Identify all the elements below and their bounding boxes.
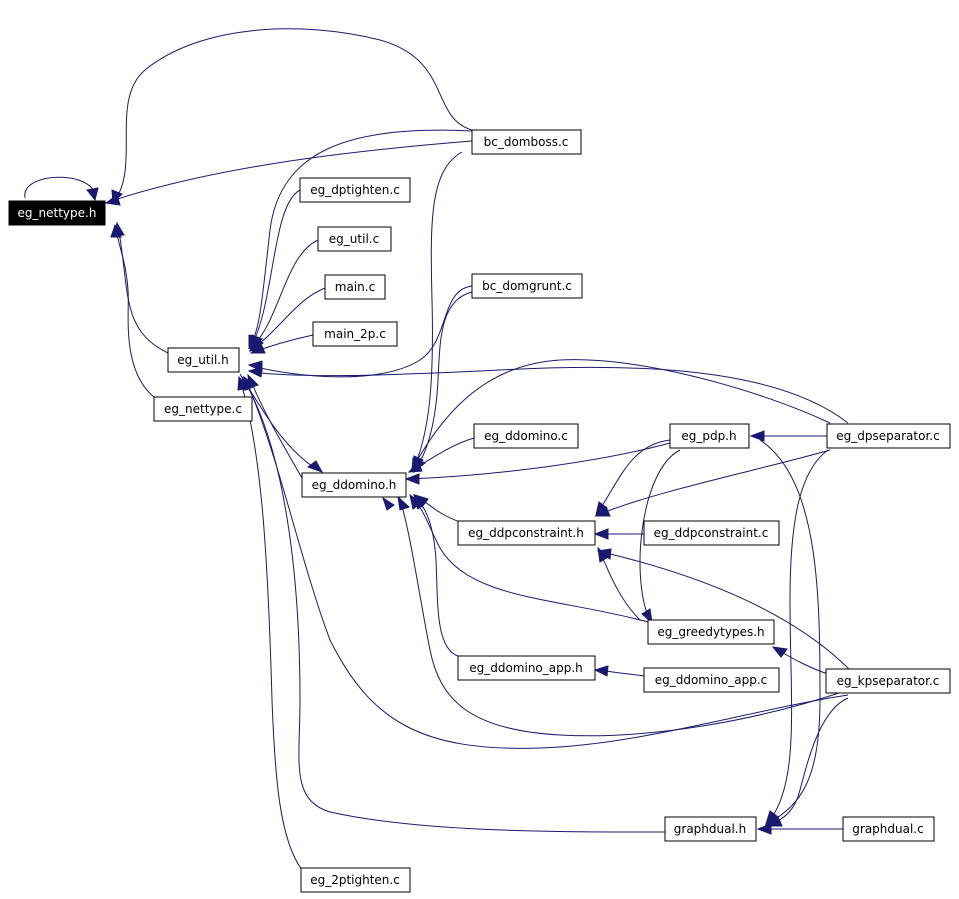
node-main-c[interactable]: main.c [324,274,386,300]
edge-eg-pdp-h-to-eg-ddomino-h [404,442,671,485]
node-label: bc_domboss.c [484,135,569,149]
node-label: eg_kpseparator.c [837,674,940,688]
edge-eg-ddpconstraint-c-to-eg-ddpconstraint-h [593,528,645,540]
node-bc-domgrunt-c[interactable]: bc_domgrunt.c [471,273,583,299]
node-label: eg_dpseparator.c [836,429,939,443]
node-eg-2ptighten-c[interactable]: eg_2ptighten.c [300,867,411,893]
edge-eg-2ptighten-c-to-eg-util-h [237,375,303,871]
node-eg-nettype-h[interactable]: eg_nettype.h [8,200,106,226]
edge-eg-pdp-h-to-eg-ddpconstraint-h [595,439,671,517]
node-graphdual-h[interactable]: graphdual.h [664,816,757,842]
node-label: graphdual.h [674,822,746,836]
node-label: eg_nettype.h [18,206,97,220]
edge-eg-ddomino-app-c-to-eg-ddomino-app-h [593,665,645,677]
node-eg-pdp-h[interactable]: eg_pdp.h [669,423,750,449]
node-eg-dptighten-c[interactable]: eg_dptighten.c [299,177,411,203]
node-eg-ddomino-app-h[interactable]: eg_ddomino_app.h [457,655,596,681]
node-label: bc_domgrunt.c [482,279,572,293]
node-eg-ddpconstraint-c[interactable]: eg_ddpconstraint.c [643,520,780,546]
node-eg-ddpconstraint-h[interactable]: eg_ddpconstraint.h [457,520,596,546]
node-eg-greedytypes-h[interactable]: eg_greedytypes.h [647,619,775,645]
edge-graphdual-c-to-graphdual-h [756,823,843,835]
node-label: main_2p.c [324,327,386,341]
node-label: eg_util.h [177,353,228,367]
edge-eg-kpseparator-c-to-eg-ddpconstraint-h [596,548,851,671]
node-eg-util-c[interactable]: eg_util.c [317,226,392,252]
edge-eg-dpseparator-c-to-eg-util-h [247,366,849,424]
node-label: eg_ddomino_app.h [469,661,583,675]
edge-eg-ddomino-app-h-to-eg-ddomino-h [413,493,459,657]
node-eg-nettype-c[interactable]: eg_nettype.c [153,396,253,422]
edge-bc-domgrunt-c-to-eg-ddomino-h [413,291,473,474]
node-label: eg_dptighten.c [310,183,400,197]
node-eg-ddomino-c[interactable]: eg_ddomino.c [473,423,579,449]
node-main-2p-c[interactable]: main_2p.c [312,321,398,347]
edge-graphdual-h-to-eg-util-h [241,375,666,833]
edge-eg-nettype-h-self [24,176,99,202]
node-eg-util-h[interactable]: eg_util.h [167,347,240,373]
edge-eg-dpseparator-c-to-eg-ddpconstraint-h [594,449,831,517]
node-eg-kpseparator-c[interactable]: eg_kpseparator.c [825,668,951,694]
edge-eg-util-h-to-eg-ddomino-h [239,373,324,473]
node-label: eg_ddomino.c [484,429,568,443]
node-label: eg_util.c [329,232,379,246]
edge-eg-dpseparator-c-to-graphdual-h [765,449,829,826]
node-label: main.c [335,280,375,294]
edge-eg-greedytypes-h-to-eg-ddomino-h [409,493,649,623]
edge-eg-kpseparator-c-to-eg-ddomino-h [397,495,849,737]
edge-eg-dpseparator-c-to-eg-pdp-h [749,430,827,442]
node-label: eg_greedytypes.h [657,625,764,639]
edge-eg-util-h-to-eg-nettype-h [113,221,169,354]
node-eg-ddomino-h[interactable]: eg_ddomino.h [301,472,407,498]
node-label: eg_ddpconstraint.c [654,526,769,540]
node-label: eg_pdp.h [681,429,736,443]
node-graphdual-c[interactable]: graphdual.c [842,816,935,842]
edge-main-2p-c-to-eg-util-h [249,334,314,354]
edge-eg-nettype-c-to-eg-nettype-h [110,223,156,399]
node-label: eg_2ptighten.c [310,873,400,887]
node-label: eg_ddomino.h [312,478,397,492]
edge-eg-dpseparator-c-to-eg-ddomino-h [411,359,831,471]
node-label: eg_nettype.c [164,402,242,416]
edge-eg-greedytypes-h-to-eg-ddpconstraint-h [597,546,641,621]
node-eg-dpseparator-c[interactable]: eg_dpseparator.c [826,423,951,449]
graph-edges [24,28,851,871]
edge-eg-kpseparator-c-to-graphdual-h [766,697,849,827]
edge-bc-domboss-c-to-eg-ddomino-h [411,151,463,473]
node-eg-ddomino-app-c[interactable]: eg_ddomino_app.c [643,667,780,693]
node-label: graphdual.c [852,822,923,836]
node-label: eg_ddpconstraint.h [468,526,584,540]
edge-eg-kpseparator-c-to-eg-greedytypes-h [771,646,829,675]
edge-bc-domboss-c-to-eg-nettype-h [111,28,473,205]
edge-eg-util-c-to-eg-util-h [249,239,319,352]
graph-nodes: eg_nettype.h bc_domboss.c eg_dptighten.c… [8,129,951,893]
node-bc-domboss-c[interactable]: bc_domboss.c [471,129,582,155]
node-label: eg_ddomino_app.c [655,673,768,687]
edge-bc-domboss-c-to-eg-nettype-h-2 [104,140,473,206]
edge-eg-ddpconstraint-h-to-eg-ddomino-h [413,494,461,523]
